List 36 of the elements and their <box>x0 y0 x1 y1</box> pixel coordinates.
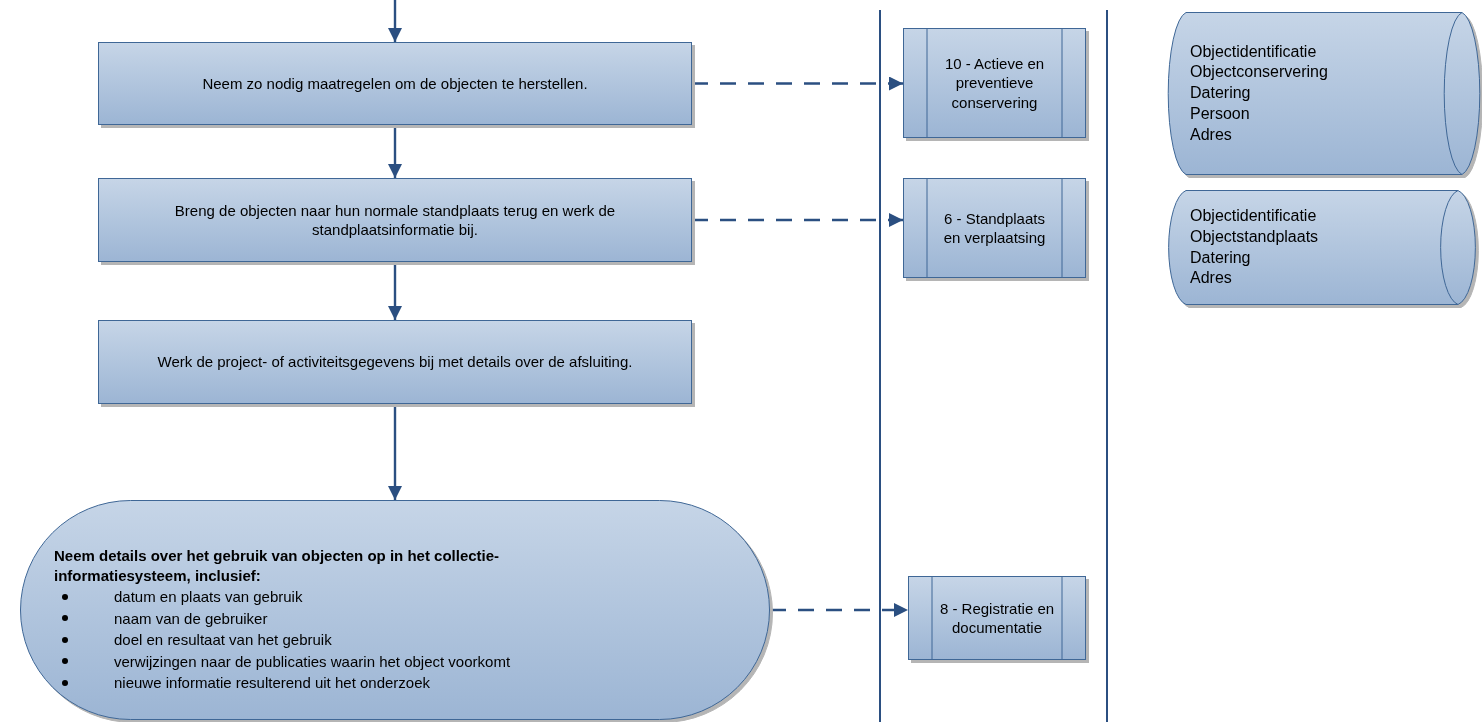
process-box <box>98 320 692 404</box>
data-field: Datering <box>1190 247 1319 269</box>
data-field: Datering <box>1190 83 1328 104</box>
data-field: Adres <box>1190 268 1319 290</box>
data-field: Persoon <box>1190 103 1328 125</box>
subprocess-box <box>903 178 1086 278</box>
dashed-arrow <box>770 603 908 617</box>
data-store-shape <box>1166 12 1482 175</box>
dashed-arrow <box>692 213 903 227</box>
arrow <box>388 125 402 178</box>
step-heading: Neem details over het gebruik van objecten op in het collectie-informatiesysteem, inclusief: <box>54 546 501 585</box>
step-text: Breng de objecten naar hun normale standplaats terug en werk de standplaatsinformatie bij. <box>173 200 617 240</box>
arrow <box>388 404 402 500</box>
data-field: Objectidentificatie <box>1190 205 1319 227</box>
arrow <box>388 262 402 320</box>
process-box <box>98 178 692 262</box>
list-item: doel en resultaat van het gebruik <box>114 630 332 650</box>
data-field: Objectconservering <box>1190 62 1328 84</box>
data-field: Objectidentificatie <box>1190 41 1328 63</box>
list-item: datum en plaats van gebruik <box>114 587 303 607</box>
data-field: Objectstandplaats <box>1190 226 1319 248</box>
step-text: Werk de project- of activiteitsgegevens bij met details over de afsluiting. <box>157 352 633 372</box>
subprocess-box <box>908 576 1086 660</box>
subprocess-label: 10 - Actieve en preventieve conservering <box>943 53 1046 113</box>
subprocess-label: 8 - Registratie en documentatie <box>939 598 1055 638</box>
process-box <box>98 42 692 125</box>
dashed-arrow <box>692 76 903 91</box>
data-store-shape <box>1166 190 1478 305</box>
list-item: verwijzingen naar de publicaties waarin het object voorkomt <box>114 651 511 671</box>
subprocess-label: 6 - Standplaats en verplaatsing <box>942 208 1047 248</box>
list-item: naam van de gebruiker <box>114 608 268 628</box>
list-item: nieuwe informatie resulterend uit het onderzoek <box>114 673 431 693</box>
subprocess-box <box>903 28 1086 138</box>
data-field: Adres <box>1190 124 1328 146</box>
arrow <box>388 0 402 42</box>
step-text: Neem zo nodig maatregelen om de objecten te herstellen. <box>202 73 588 94</box>
